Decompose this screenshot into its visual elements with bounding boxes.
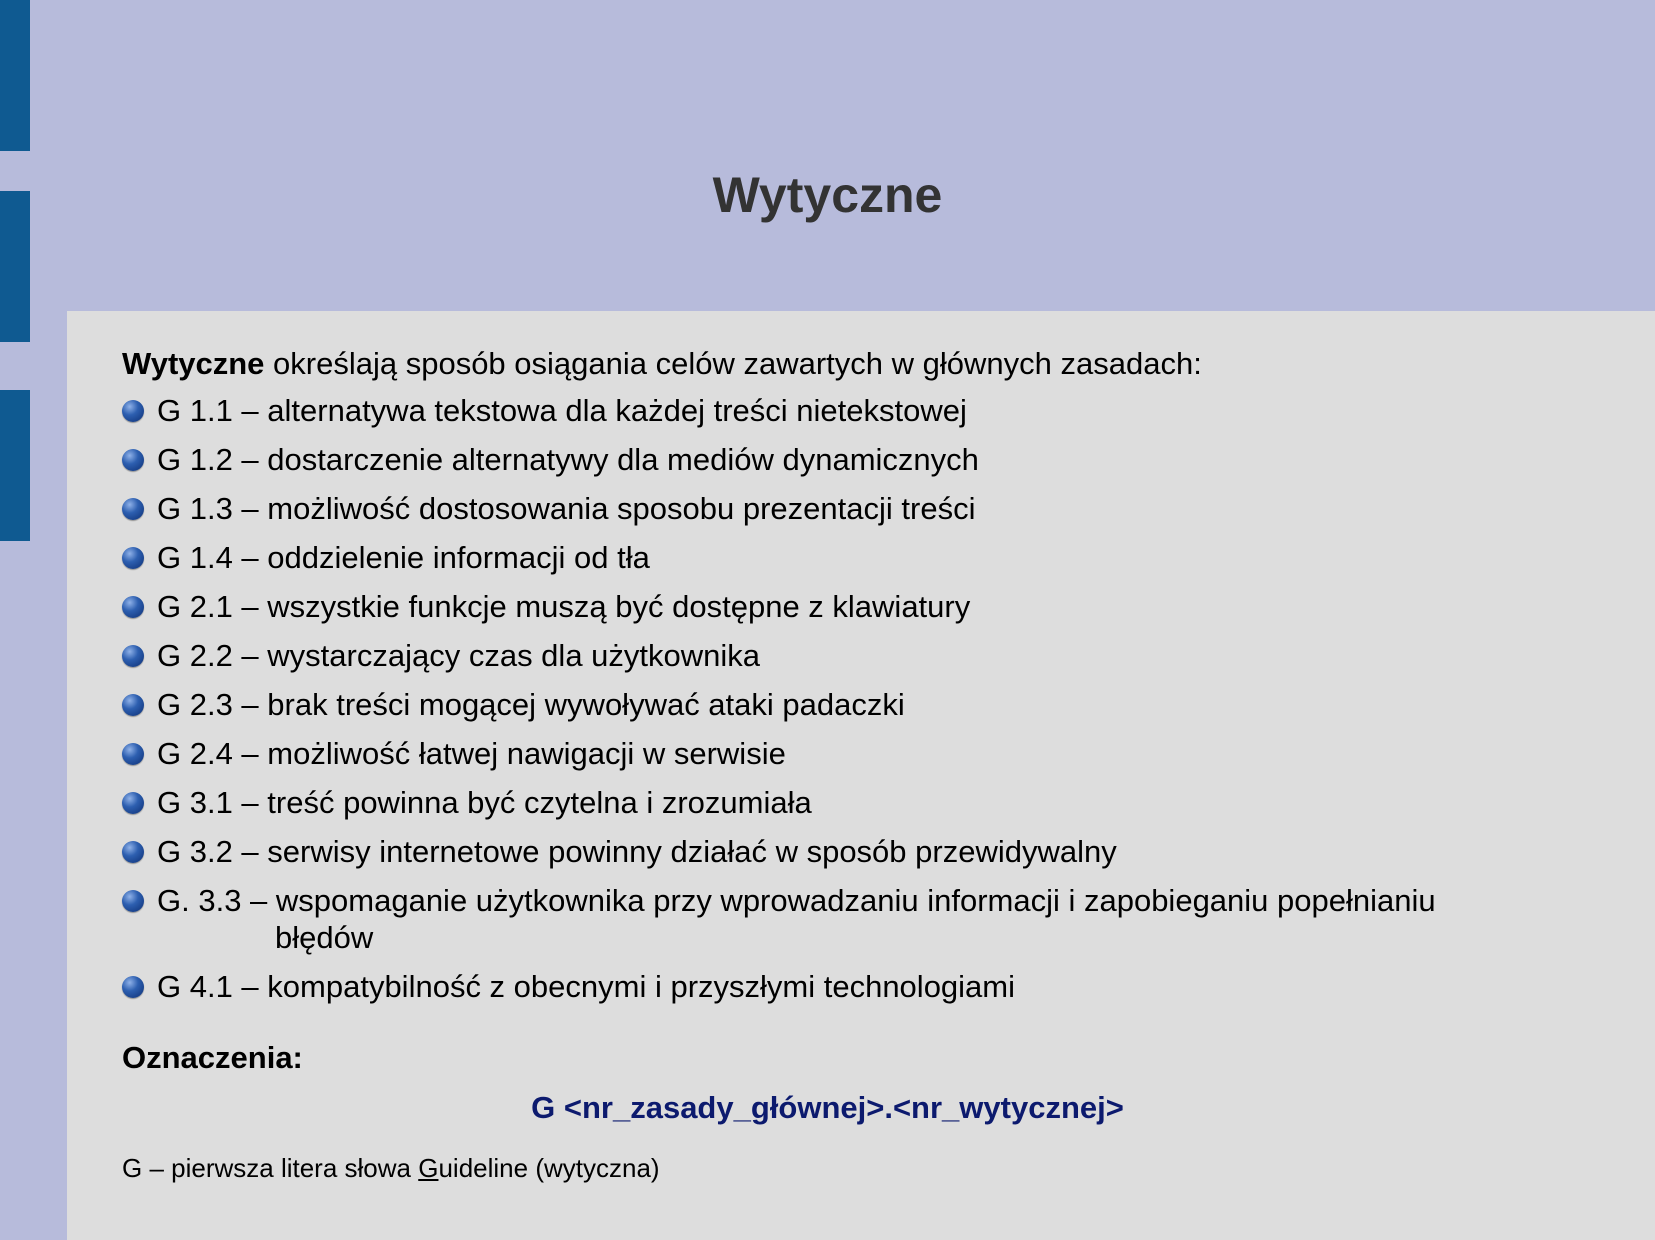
side-accent-bar-1	[0, 0, 30, 151]
guideline-text: G 2.4 – możliwość łatwej nawigacji w ser…	[157, 736, 786, 771]
list-item: G 1.4 – oddzielenie informacji od tła	[122, 539, 1592, 576]
notation-formula: G <nr_zasady_głównej>.<nr_wytycznej>	[531, 1090, 1124, 1125]
guideline-text: G 1.2 – dostarczenie alternatywy dla med…	[157, 442, 979, 477]
bullet-icon	[122, 976, 144, 998]
slide-title: Wytyczne	[712, 167, 943, 223]
bullet-icon	[122, 547, 144, 569]
list-item: G 4.1 – kompatybilność z obecnymi i przy…	[122, 968, 1592, 1005]
bullet-icon	[122, 400, 144, 422]
footnote-underlined-letter: G	[418, 1153, 439, 1183]
bullet-icon	[122, 694, 144, 716]
guidelines-list: G 1.1 – alternatywa tekstowa dla każdej …	[122, 392, 1592, 1017]
guideline-text: G 3.2 – serwisy internetowe powinny dzia…	[157, 834, 1117, 869]
bullet-icon	[122, 498, 144, 520]
list-item: G 2.3 – brak treści mogącej wywoływać at…	[122, 686, 1592, 723]
list-item: G 1.3 – możliwość dostosowania sposobu p…	[122, 490, 1592, 527]
list-item: G 1.1 – alternatywa tekstowa dla każdej …	[122, 392, 1592, 429]
bullet-icon	[122, 841, 144, 863]
bullet-icon	[122, 890, 144, 912]
intro-text: Wytyczne określają sposób osiągania celó…	[122, 343, 1202, 385]
guideline-text: G 2.2 – wystarczający czas dla użytkowni…	[157, 638, 761, 673]
list-item: G 2.2 – wystarczający czas dla użytkowni…	[122, 637, 1592, 674]
side-accent-bar-2	[0, 191, 30, 342]
guideline-text: G 3.1 – treść powinna być czytelna i zro…	[157, 785, 812, 820]
guideline-text: G 2.3 – brak treści mogącej wywoływać at…	[157, 687, 905, 722]
intro-rest: określają sposób osiągania celów zawarty…	[264, 346, 1202, 381]
guideline-text: G 1.4 – oddzielenie informacji od tła	[157, 540, 650, 575]
side-accent-bar-3	[0, 390, 30, 541]
guideline-text: G 4.1 – kompatybilność z obecnymi i przy…	[157, 969, 1016, 1004]
list-item: G 3.1 – treść powinna być czytelna i zro…	[122, 784, 1592, 821]
guideline-text-continuation: błędów	[275, 920, 374, 955]
list-item: G 1.2 – dostarczenie alternatywy dla med…	[122, 441, 1592, 478]
list-item: G. 3.3 – wspomaganie użytkownika przy wp…	[122, 882, 1592, 956]
notation-heading: Oznaczenia:	[122, 1040, 303, 1075]
content-panel	[67, 311, 1655, 1240]
intro-bold: Wytyczne	[122, 346, 265, 381]
bullet-icon	[122, 449, 144, 471]
footnote-before: G – pierwsza litera słowa	[122, 1153, 419, 1183]
list-item: G 3.2 – serwisy internetowe powinny dzia…	[122, 833, 1592, 870]
list-item: G 2.4 – możliwość łatwej nawigacji w ser…	[122, 735, 1592, 772]
bullet-icon	[122, 792, 144, 814]
guideline-text: G 1.1 – alternatywa tekstowa dla każdej …	[157, 393, 967, 428]
guideline-text: G 1.3 – możliwość dostosowania sposobu p…	[157, 491, 976, 526]
footnote: G – pierwsza litera słowa Guideline (wyt…	[122, 1151, 660, 1185]
footnote-after: uideline (wytyczna)	[438, 1153, 660, 1183]
guideline-text: G 2.1 – wszystkie funkcje muszą być dost…	[157, 589, 971, 624]
guideline-text: G. 3.3 – wspomaganie użytkownika przy wp…	[157, 883, 1436, 918]
bullet-icon	[122, 645, 144, 667]
bullet-icon	[122, 743, 144, 765]
bullet-icon	[122, 596, 144, 618]
list-item: G 2.1 – wszystkie funkcje muszą być dost…	[122, 588, 1592, 625]
